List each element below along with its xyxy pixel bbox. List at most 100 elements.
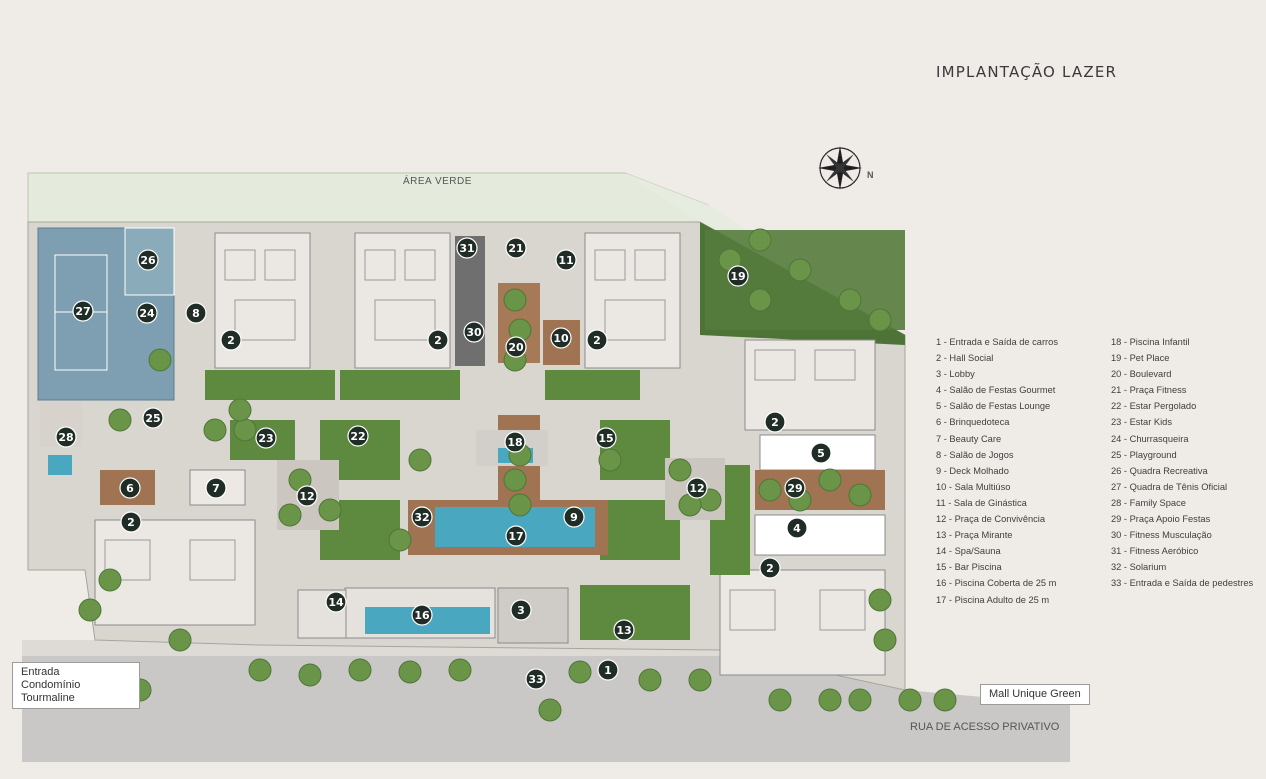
tree — [818, 688, 842, 712]
marker-circle — [142, 407, 164, 429]
marker-circle — [185, 302, 207, 324]
map-marker: 31 — [456, 237, 478, 259]
marker-circle — [759, 557, 781, 579]
marker-number: 3 — [517, 604, 525, 617]
legend-item: 33 - Entrada e Saída de pedestres — [1111, 578, 1254, 589]
marker-circle — [347, 425, 369, 447]
tree — [203, 418, 227, 442]
marker-circle — [555, 249, 577, 271]
marker-number: 26 — [140, 254, 156, 267]
marker-circle — [137, 249, 159, 271]
tree — [108, 408, 132, 432]
legend-item: 1 - Entrada e Saída de carros — [936, 337, 1058, 347]
marker-number: 31 — [459, 242, 474, 255]
legend-item: 30 - Fitness Musculação — [1111, 530, 1212, 541]
legend-item: 27 - Quadra de Tênis Oficial — [1111, 481, 1228, 492]
map-marker: 12 — [686, 477, 708, 499]
tree — [168, 628, 192, 652]
tree — [318, 498, 342, 522]
tree — [848, 483, 872, 507]
map-marker: 2 — [120, 511, 142, 533]
legend-item: 6 - Brinquedoteca — [936, 417, 1010, 428]
map-marker: 9 — [563, 506, 585, 528]
tree — [298, 663, 322, 687]
marker-number: 2 — [127, 516, 135, 529]
legend-item: 8 - Salão de Jogos — [936, 449, 1014, 460]
tree — [248, 658, 272, 682]
marker-circle — [411, 604, 433, 626]
marker-number: 4 — [793, 522, 801, 535]
tree — [508, 493, 532, 517]
tree — [838, 288, 862, 312]
marker-number: 23 — [258, 432, 273, 445]
legend-item: 14 - Spa/Sauna — [936, 546, 1001, 557]
tree — [408, 448, 432, 472]
map-marker: 17 — [505, 525, 527, 547]
map-marker: 3 — [510, 599, 532, 621]
map-marker: 16 — [411, 604, 433, 626]
map-marker: 2 — [586, 329, 608, 351]
map-marker: 29 — [784, 477, 806, 499]
tree — [278, 503, 302, 527]
marker-circle — [505, 336, 527, 358]
map-marker: 30 — [463, 321, 485, 343]
entrance-label-line-2: Condomínio Tourmaline — [21, 679, 81, 704]
legend-item: 2 - Hall Social — [936, 353, 994, 364]
marker-circle — [563, 506, 585, 528]
map-marker: 2 — [220, 329, 242, 351]
map-marker: 2 — [764, 411, 786, 433]
legend-item: 10 - Sala Multiúso — [936, 481, 1011, 492]
map-marker: 2 — [427, 329, 449, 351]
marker-number: 5 — [817, 447, 825, 460]
tree-group — [78, 228, 957, 722]
street-label: RUA DE ACESSO PRIVATIVO — [910, 721, 1060, 733]
tree — [873, 628, 897, 652]
tree — [668, 458, 692, 482]
compass-icon — [818, 146, 862, 190]
map-marker: 33 — [525, 668, 547, 690]
marker-number: 30 — [466, 326, 482, 339]
garden-h — [580, 585, 690, 640]
map-marker: 15 — [595, 427, 617, 449]
tree — [598, 448, 622, 472]
marker-number: 11 — [558, 254, 573, 267]
tree — [758, 478, 782, 502]
legend-item: 29 - Praça Apoio Festas — [1111, 514, 1211, 525]
tower-6 — [94, 519, 256, 626]
tree — [503, 468, 527, 492]
legend-item: 4 - Salão de Festas Gourmet — [936, 385, 1056, 396]
legend-item: 31 - Fitness Aeróbico — [1111, 546, 1199, 557]
legend-item: 22 - Estar Pergolado — [1111, 401, 1197, 412]
marker-circle — [727, 265, 749, 287]
legend-item: 11 - Sala de Ginástica — [936, 497, 1027, 508]
marker-number: 20 — [508, 341, 524, 354]
marker-circle — [72, 300, 94, 322]
marker-circle — [463, 321, 485, 343]
mall-label-box: Mall Unique Green — [980, 684, 1090, 705]
tree — [933, 688, 957, 712]
marker-number: 18 — [507, 436, 522, 449]
tree — [748, 228, 772, 252]
marker-number: 2 — [593, 334, 601, 347]
marker-number: 2 — [766, 562, 774, 575]
map-marker: 24 — [136, 302, 158, 324]
party-gourmet — [754, 514, 886, 556]
tree — [78, 598, 102, 622]
map-marker: 23 — [255, 427, 277, 449]
marker-circle — [504, 431, 526, 453]
green-area-label: ÁREA VERDE — [403, 174, 472, 187]
map-marker: 10 — [550, 327, 572, 349]
marker-circle — [784, 477, 806, 499]
marker-number: 27 — [75, 305, 90, 318]
marker-circle — [764, 411, 786, 433]
legend-item: 18 - Piscina Infantil — [1111, 337, 1190, 347]
legend-item: 19 - Pet Place — [1111, 353, 1170, 364]
legend-item: 17 - Piscina Adulto de 25 m — [936, 594, 1050, 605]
tree — [388, 528, 412, 552]
legend-item: 7 - Beauty Care — [936, 433, 1002, 444]
tree — [768, 688, 792, 712]
legend-item: 26 - Quadra Recreativa — [1111, 465, 1208, 476]
